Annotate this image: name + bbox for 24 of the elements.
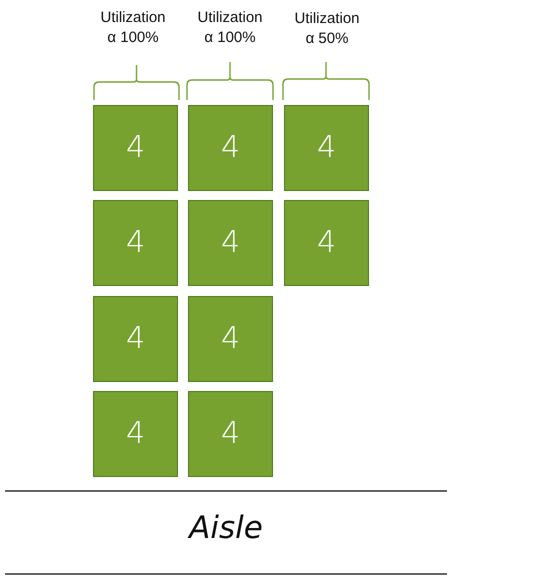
- utilization-label: Utilization α 50%: [293, 9, 361, 49]
- storage-slot: [93, 200, 178, 286]
- storage-slot: [188, 391, 273, 477]
- storage-slot: [284, 105, 369, 191]
- slot-count: 4: [220, 419, 240, 449]
- storage-slot: [284, 200, 369, 286]
- slot-count: 4: [220, 228, 240, 258]
- utilization-label: Utilization α 100%: [99, 8, 167, 48]
- storage-slot: [93, 105, 178, 191]
- slot-count: 4: [126, 133, 146, 163]
- slot-count: 4: [126, 419, 146, 449]
- slot-count: 4: [316, 133, 336, 163]
- slot-count: 4: [126, 228, 146, 258]
- storage-slot: [93, 296, 178, 382]
- utilization-label: Utilization α 100%: [196, 8, 264, 48]
- slot-count: 4: [220, 133, 240, 163]
- storage-slot: [188, 296, 273, 382]
- aisle-label: Aisle: [189, 513, 263, 544]
- slot-count: 4: [126, 324, 146, 354]
- storage-slot: [188, 105, 273, 191]
- storage-slot: [188, 200, 273, 286]
- storage-slot: [93, 391, 178, 477]
- slot-count: 4: [316, 228, 336, 258]
- slot-count: 4: [220, 324, 240, 354]
